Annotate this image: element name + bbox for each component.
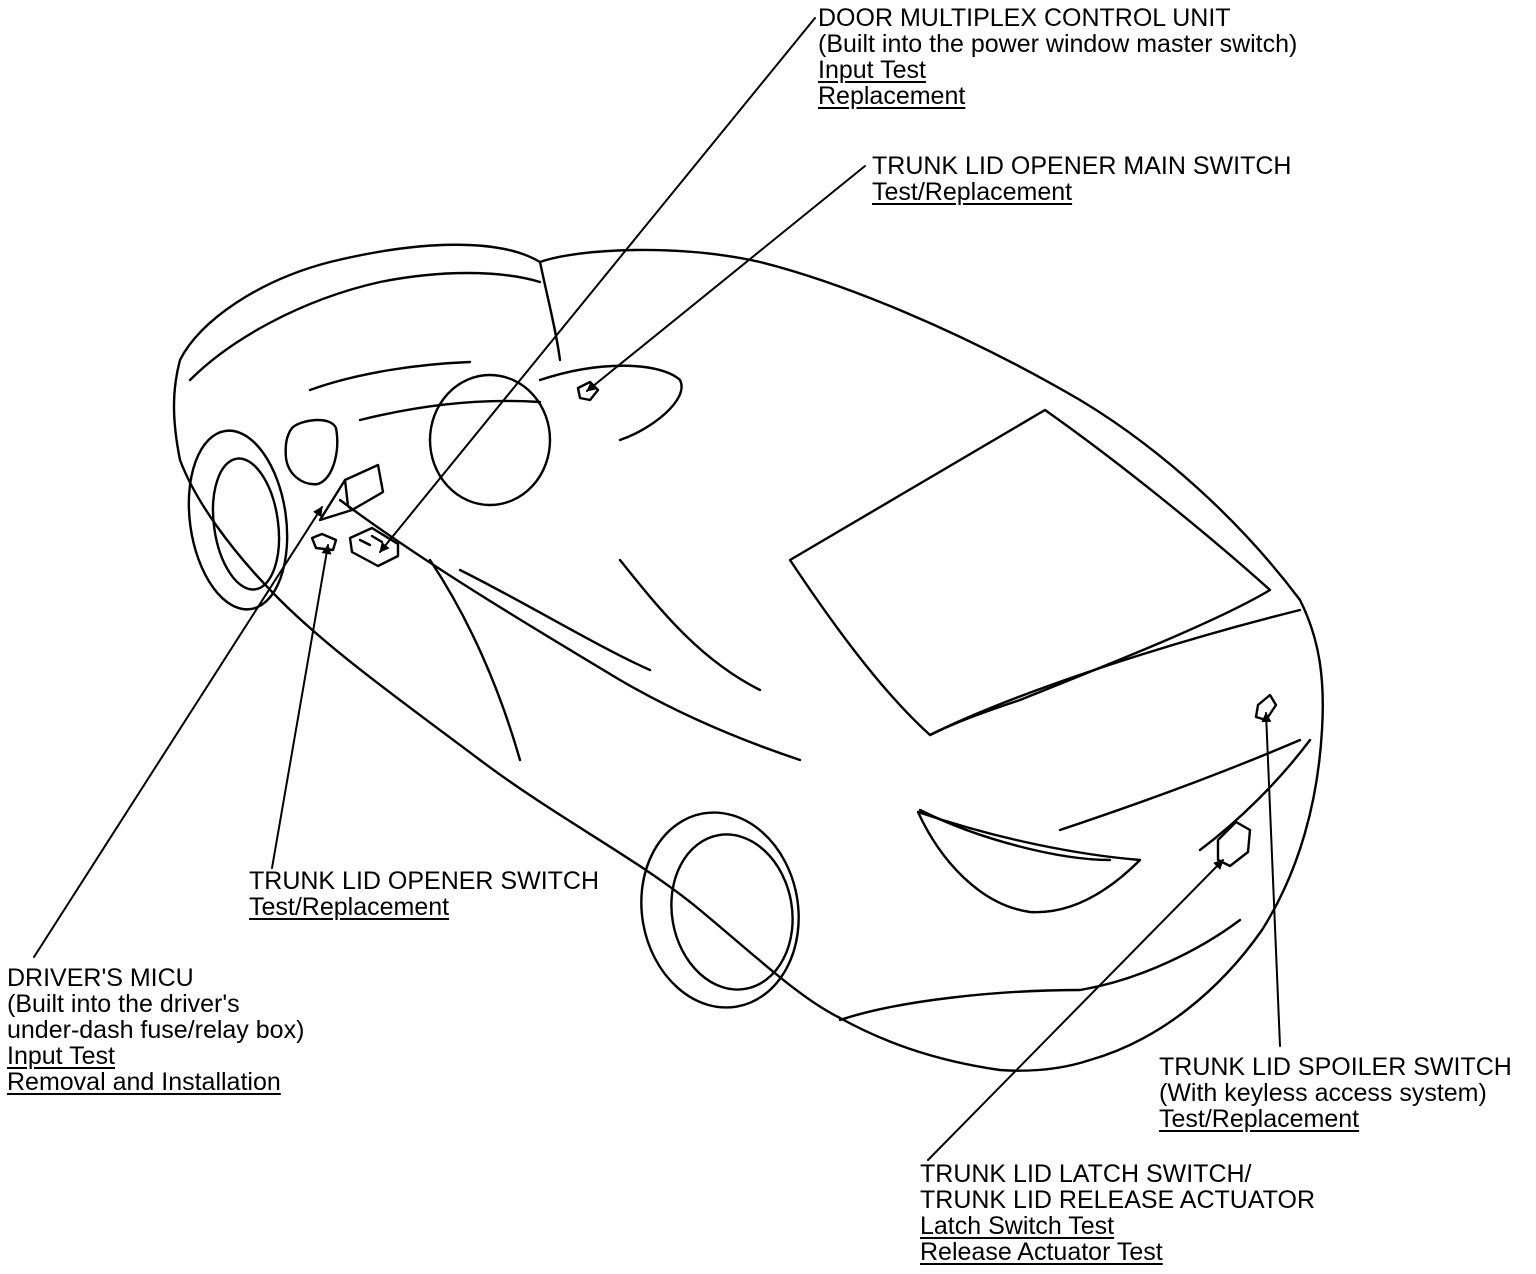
- side-mirror: [284, 418, 339, 486]
- callout-title: TRUNK LID RELEASE ACTUATOR: [920, 1186, 1315, 1214]
- trunk-lid: [918, 608, 1302, 862]
- callout-title: DRIVER'S MICU: [7, 964, 194, 992]
- leader-trunk-opener-switch: [271, 544, 332, 869]
- rear-window: [788, 408, 1272, 737]
- test-replacement-link[interactable]: Test/Replacement: [872, 178, 1073, 206]
- callout-note: (With keyless access system): [1159, 1079, 1487, 1107]
- release-actuator-test-link[interactable]: Release Actuator Test: [920, 1238, 1163, 1266]
- latch-switch-test-link[interactable]: Latch Switch Test: [920, 1212, 1115, 1240]
- callout-title: TRUNK LID SPOILER SWITCH: [1159, 1053, 1512, 1081]
- test-replacement-link[interactable]: Test/Replacement: [1159, 1105, 1360, 1133]
- callout-title: TRUNK LID OPENER MAIN SWITCH: [872, 152, 1292, 180]
- removal-installation-link[interactable]: Removal and Installation: [7, 1068, 281, 1096]
- drivers-micu-box: [318, 463, 385, 522]
- rear-wheel: [640, 811, 800, 1009]
- taillight: [916, 738, 1312, 914]
- callout-drivers-micu: DRIVER'S MICU (Built into the driver's u…: [7, 965, 304, 1095]
- rear-bumper: [838, 918, 1242, 1022]
- leader-drivers-micu: [33, 506, 323, 958]
- callout-latch-switch: TRUNK LID LATCH SWITCH/ TRUNK LID RELEAS…: [920, 1161, 1315, 1265]
- leader-door-multiplex: [379, 17, 816, 553]
- master-switch-part: [348, 526, 400, 568]
- callout-note: (Built into the driver's: [7, 990, 240, 1018]
- input-test-link[interactable]: Input Test: [818, 56, 926, 84]
- leader-lines: [33, 17, 1281, 1161]
- replacement-link[interactable]: Replacement: [818, 82, 966, 110]
- callout-note: (Built into the power window master swit…: [818, 30, 1298, 58]
- callout-title: TRUNK LID LATCH SWITCH/: [920, 1160, 1252, 1188]
- dashboard: [358, 364, 683, 507]
- input-test-link[interactable]: Input Test: [7, 1042, 115, 1070]
- door-lines: [338, 498, 802, 762]
- trunk-opener-switch-part: [310, 532, 338, 552]
- leader-trunk-main-switch: [586, 165, 866, 392]
- callout-spoiler-switch: TRUNK LID SPOILER SWITCH (With keyless a…: [1159, 1054, 1512, 1132]
- callout-title: TRUNK LID OPENER SWITCH: [249, 867, 600, 895]
- front-wheel: [187, 429, 289, 611]
- leader-latch-switch: [927, 859, 1224, 1161]
- callout-trunk-main-switch: TRUNK LID OPENER MAIN SWITCH Test/Replac…: [872, 153, 1291, 205]
- callout-title: DOOR MULTIPLEX CONTROL UNIT: [818, 4, 1231, 32]
- test-replacement-link[interactable]: Test/Replacement: [249, 893, 450, 921]
- callout-trunk-opener-switch: TRUNK LID OPENER SWITCH Test/Replacement: [249, 868, 599, 920]
- callout-note: under-dash fuse/relay box): [7, 1016, 305, 1044]
- callout-door-multiplex: DOOR MULTIPLEX CONTROL UNIT (Built into …: [818, 5, 1297, 109]
- car-outline: [172, 243, 1325, 1072]
- leader-spoiler-switch: [1261, 712, 1281, 1047]
